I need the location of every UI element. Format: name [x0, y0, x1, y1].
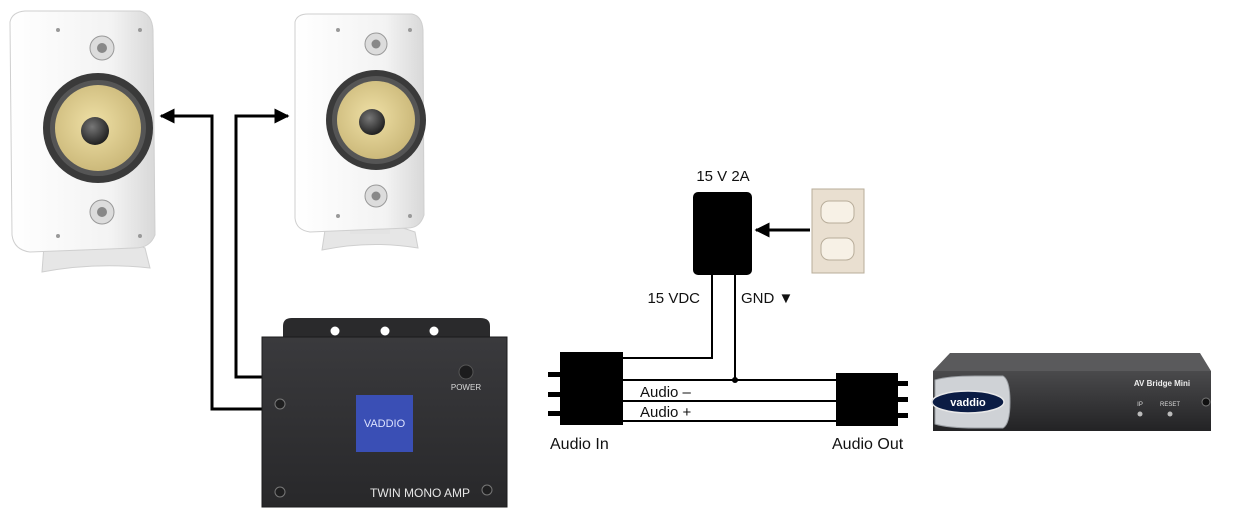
bridge-name: AV Bridge Mini [1134, 379, 1190, 388]
power-supply-icon [693, 192, 752, 275]
vdc-label: 15 VDC [647, 290, 700, 307]
power-button[interactable] [458, 364, 474, 380]
audio-out-connector [836, 373, 908, 426]
audio-in-connector [548, 352, 623, 425]
wall-outlet-icon [811, 188, 865, 274]
speaker-wires [159, 108, 290, 411]
speaker-right-icon [294, 13, 426, 251]
power-label: POWER [451, 383, 481, 392]
audio-wires [623, 275, 836, 422]
amp-name: TWIN MONO AMP [370, 486, 470, 500]
amplifier-icon [261, 318, 508, 508]
gnd-label: GND ▼ [741, 290, 793, 307]
audio-minus-label: Audio – [640, 384, 692, 401]
amp-logo-panel [356, 395, 413, 452]
power-supply-rating: 15 V 2A [696, 168, 749, 185]
audio-out-label: Audio Out [832, 436, 904, 453]
audio-in-label: Audio In [550, 436, 609, 453]
speaker-left-icon [9, 10, 156, 273]
amp-logo: VADDIO [364, 418, 406, 430]
reset-label: RESET [1160, 402, 1180, 408]
av-bridge-icon [931, 353, 1211, 431]
bridge-logo: vaddio [950, 397, 986, 409]
audio-plus-label: Audio + [640, 404, 692, 421]
ip-label: IP [1137, 402, 1143, 408]
